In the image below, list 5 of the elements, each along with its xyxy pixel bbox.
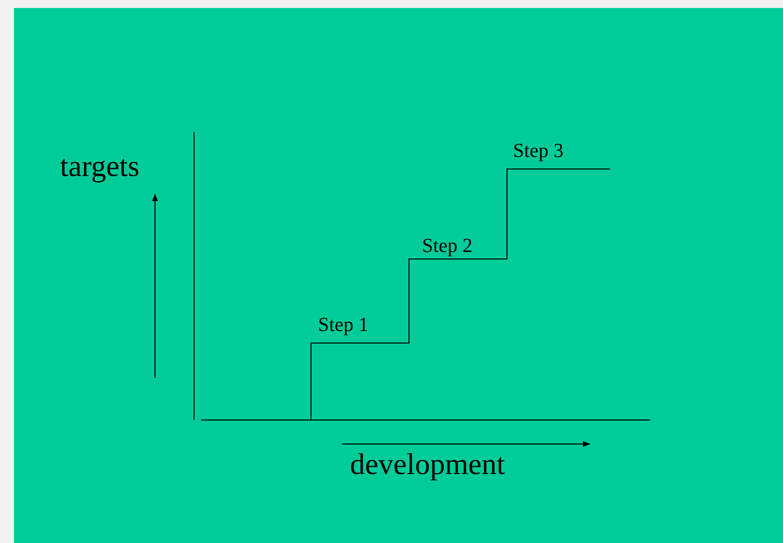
step-label: Step 1 <box>318 315 369 335</box>
axis-label: development <box>350 450 505 480</box>
step-label: Step 3 <box>513 141 564 161</box>
axis-label: targets <box>60 152 140 182</box>
step-label: Step 2 <box>422 236 473 256</box>
